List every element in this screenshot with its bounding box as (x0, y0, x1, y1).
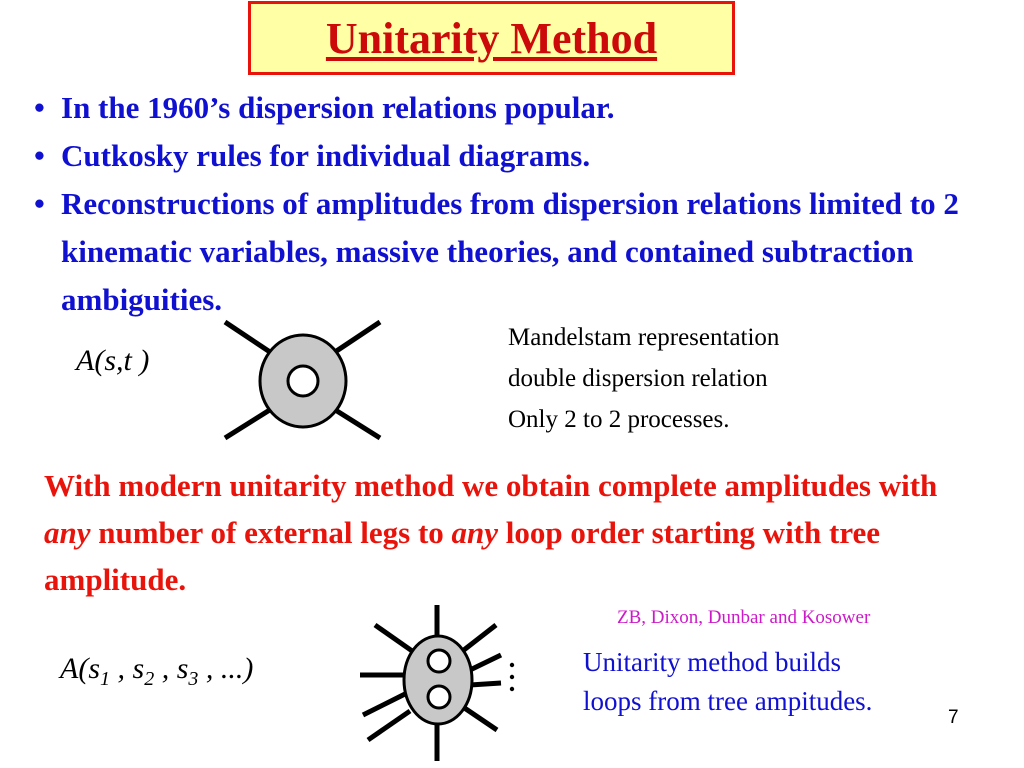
note-line: Unitarity method builds (583, 647, 841, 677)
red-emphasis: any (451, 515, 499, 550)
external-legs (223, 319, 382, 441)
bullet-text: Reconstructions of amplitudes from dispe… (61, 186, 959, 317)
red-text-part: With modern unitarity method we obtain c… (44, 468, 938, 503)
bullet-marker: • (34, 186, 45, 221)
bullet-list: • In the 1960’s dispersion relations pop… (34, 84, 994, 324)
red-paragraph: With modern unitarity method we obtain c… (44, 462, 984, 603)
bullet-marker: • (34, 90, 45, 125)
four-point-diagram (223, 319, 382, 441)
label-part: A(s (60, 652, 100, 685)
slide-title: Unitarity Method (325, 13, 658, 63)
amplitude-label-ast: A(s,t ) (76, 344, 150, 377)
red-emphasis: any (44, 515, 91, 550)
title-box: Unitarity Method (248, 1, 735, 75)
bullet-item: • Cutkosky rules for individual diagrams… (34, 132, 994, 180)
note-line: Only 2 to 2 processes. (508, 406, 730, 433)
label-subscript: 2 (144, 668, 155, 690)
ellipsis-dots (509, 662, 515, 692)
red-text-part: number of external legs to (90, 515, 452, 550)
label-subscript: 1 (100, 668, 110, 690)
unitarity-note: Unitarity method builds loops from tree … (583, 643, 872, 721)
bullet-text: In the 1960’s dispersion relations popul… (61, 90, 615, 125)
label-part: , s (154, 652, 189, 685)
amplitude-label-multi: A(s1 , s2 , s3 , ...) (60, 652, 253, 691)
note-line: Mandelstam representation (508, 324, 780, 351)
citation: ZB, Dixon, Dunbar and Kosower (617, 607, 871, 628)
loop-hole-upper (426, 648, 452, 674)
loop-blob (402, 634, 474, 726)
mandelstam-notes: Mandelstam representation double dispers… (508, 317, 779, 440)
label-part: , s (110, 652, 145, 685)
note-line: loops from tree ampitudes. (583, 686, 873, 716)
bullet-text: Cutkosky rules for individual diagrams. (61, 138, 591, 173)
loop-hole (286, 364, 320, 398)
red-text-part: loop order starting with tree amplitude. (44, 515, 881, 597)
page-number: 7 (948, 707, 959, 728)
label-part: , ...) (198, 652, 254, 685)
multi-leg-diagram (360, 605, 515, 761)
bullet-item: • In the 1960’s dispersion relations pop… (34, 84, 994, 132)
bullet-item: • Reconstructions of amplitudes from dis… (34, 180, 994, 324)
label-subscript: 3 (188, 668, 199, 690)
loop-hole-lower (426, 684, 452, 710)
bullet-marker: • (34, 138, 45, 173)
note-line: double dispersion relation (508, 365, 768, 392)
